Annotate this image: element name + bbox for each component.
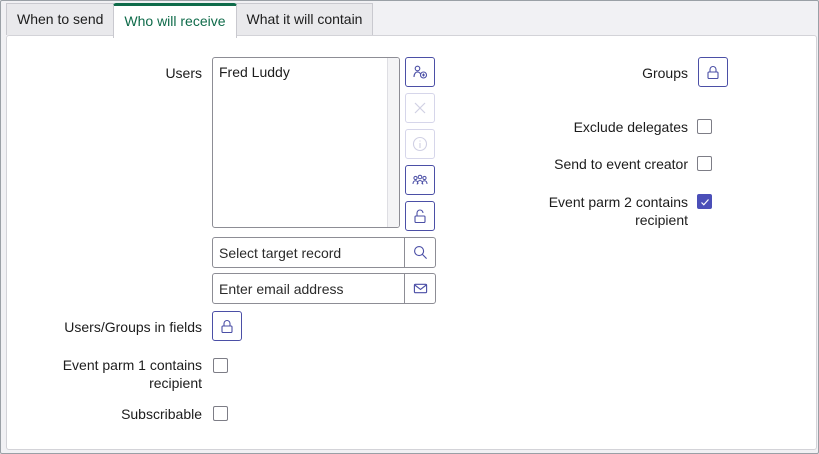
list-item[interactable]: Fred Luddy — [219, 64, 290, 80]
send-to-event-creator-label: Send to event creator — [554, 156, 688, 172]
info-button[interactable] — [405, 129, 435, 159]
event-parm2-label-line2: recipient — [635, 212, 688, 228]
subscribable-label: Subscribable — [121, 406, 202, 422]
info-icon — [412, 136, 428, 152]
email-field — [212, 273, 436, 304]
add-email-button[interactable] — [404, 274, 435, 303]
group-icon — [412, 174, 428, 185]
event-parm2-label: Event parm 2 contains recipient — [500, 193, 688, 229]
exclude-delegates-checkbox[interactable] — [697, 119, 712, 134]
event-parm1-label-line2: recipient — [149, 375, 202, 391]
search-button[interactable] — [404, 238, 435, 267]
checkmark-icon — [700, 198, 709, 206]
users-groups-in-fields-lock-button[interactable] — [212, 311, 242, 341]
subscribable-checkbox[interactable] — [213, 406, 228, 421]
exclude-delegates-label: Exclude delegates — [573, 119, 688, 135]
lock-icon — [221, 320, 233, 334]
mail-icon — [413, 283, 427, 294]
event-parm1-label-line1: Event parm 1 contains — [62, 357, 202, 373]
users-label: Users — [165, 65, 202, 81]
lock-icon — [707, 66, 719, 80]
target-record-field — [212, 237, 436, 268]
email-input[interactable] — [213, 274, 404, 303]
add-user-icon — [413, 65, 428, 79]
groups-label: Groups — [642, 65, 688, 81]
event-parm1-label: Event parm 1 contains recipient — [20, 356, 202, 392]
add-user-button[interactable] — [405, 57, 435, 87]
tab-what-it-will-contain[interactable]: What it will contain — [235, 3, 374, 35]
groups-lock-button[interactable] — [698, 57, 728, 87]
group-button[interactable] — [405, 165, 435, 195]
close-icon — [414, 102, 426, 114]
tab-when-to-send[interactable]: When to send — [6, 3, 115, 35]
search-icon — [413, 246, 427, 259]
users-groups-in-fields-label: Users/Groups in fields — [64, 319, 202, 335]
tab-bar: When to send Who will receive What it wi… — [6, 3, 374, 38]
event-parm2-label-line1: Event parm 2 contains — [548, 194, 688, 210]
send-to-event-creator-checkbox[interactable] — [697, 156, 712, 171]
tab-who-will-receive[interactable]: Who will receive — [113, 3, 237, 38]
target-record-input[interactable] — [213, 238, 404, 267]
event-parm2-checkbox[interactable] — [697, 194, 712, 209]
unlock-icon — [414, 209, 426, 224]
users-listbox[interactable]: Fred Luddy — [212, 57, 400, 228]
event-parm1-checkbox[interactable] — [213, 358, 228, 373]
users-listbox-scrollbar[interactable] — [387, 58, 399, 227]
unlock-button[interactable] — [405, 201, 435, 231]
remove-button[interactable] — [405, 93, 435, 123]
